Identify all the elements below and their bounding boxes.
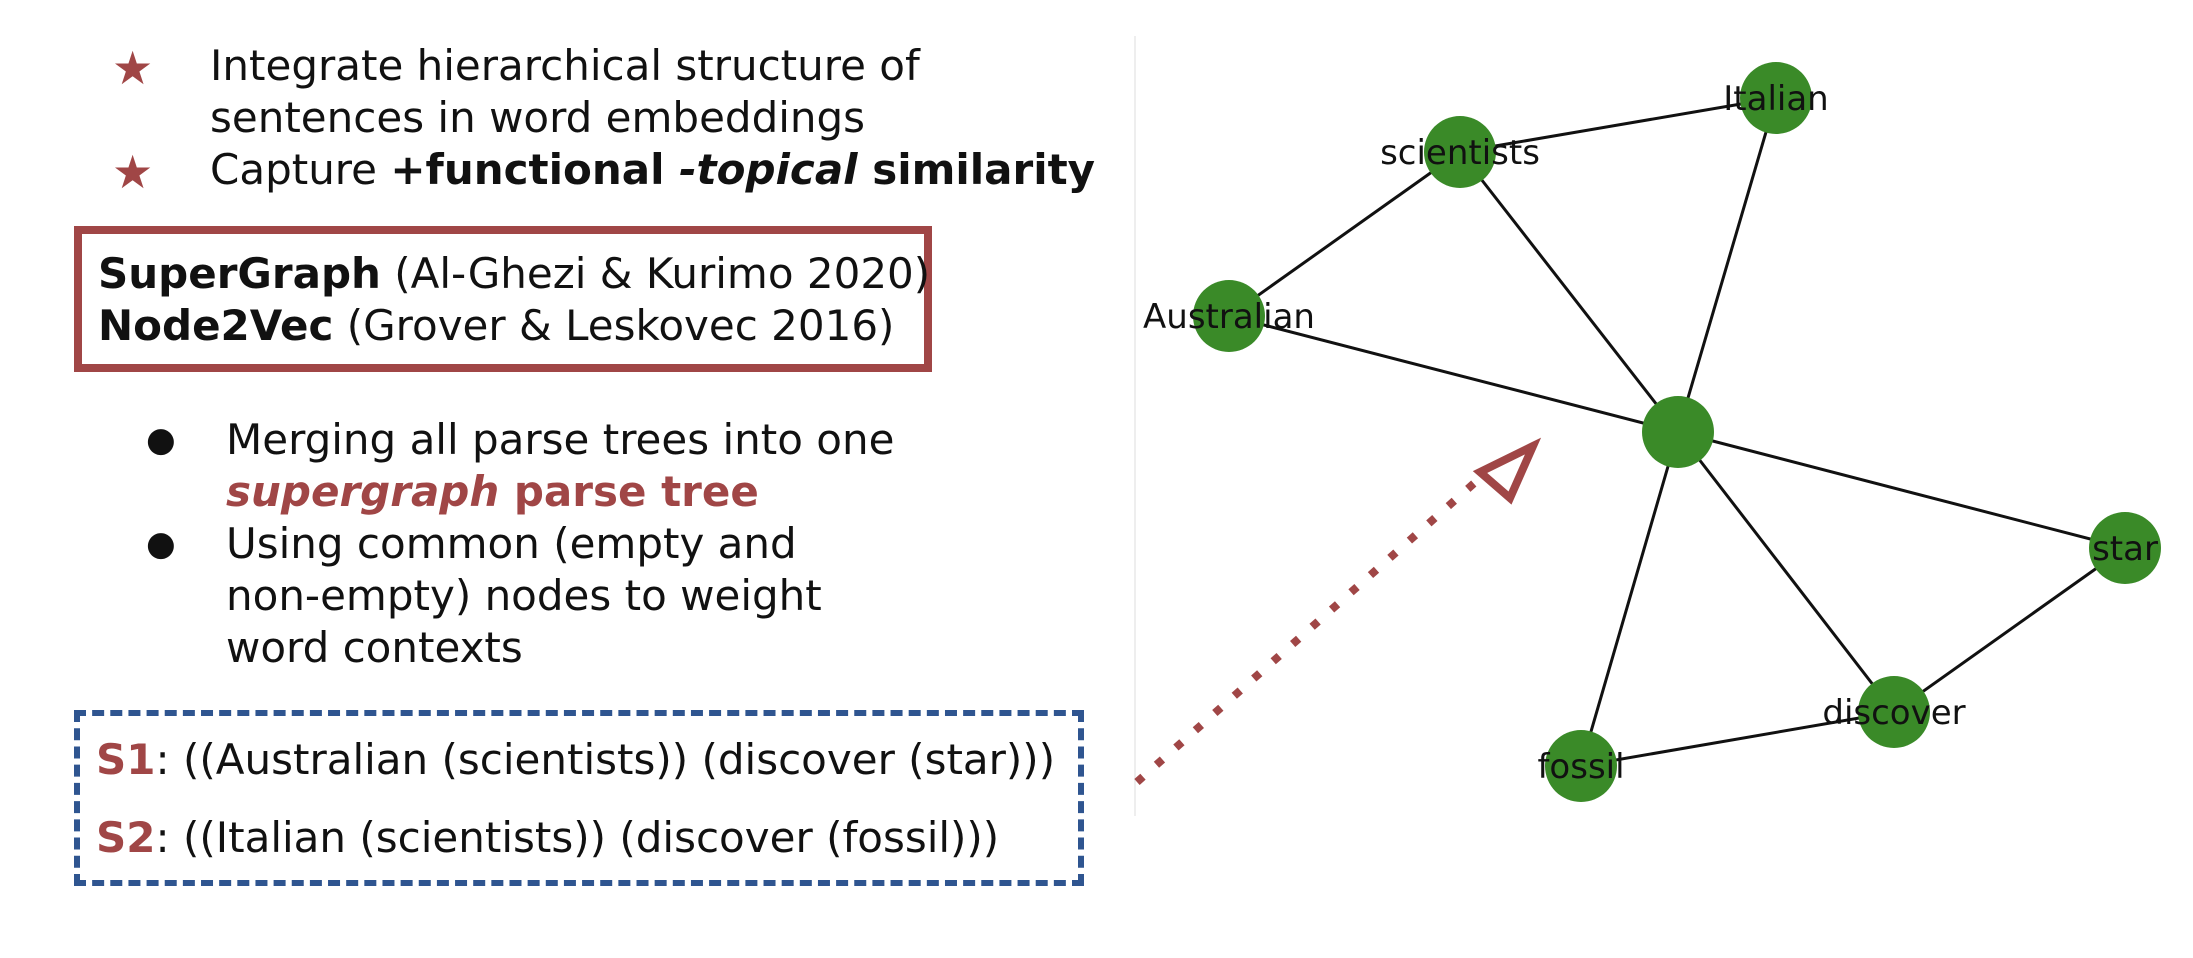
- graph-edge-scientists-italian: [1459, 96, 1777, 154]
- reference-name: SuperGraph: [98, 249, 381, 298]
- reference-box: [74, 226, 932, 372]
- bullet-text: Using common (empty and: [226, 519, 797, 568]
- graph-node-label-italian: Italian: [1723, 79, 1828, 119]
- sentence-text: : ((Italian (scientists)) (discover (fos…: [155, 813, 1000, 862]
- dotted-arrow: [1134, 437, 1542, 785]
- graph-node-australian: [1193, 280, 1265, 352]
- bullet-prefix: Capture: [210, 145, 391, 194]
- bullet-text: non-empty) nodes to weight: [226, 571, 822, 620]
- bullet-text: Merging all parse trees into one: [226, 415, 895, 464]
- bullet-dot-icon: ●: [146, 420, 176, 460]
- graph-node-label-discover: discover: [1822, 693, 1965, 733]
- reference-line: SuperGraph (Al-Ghezi & Kurimo 2020): [98, 248, 930, 300]
- graph-edge-center-fossil: [1579, 431, 1680, 767]
- sentence-line: S1: ((Australian (scientists)) (discover…: [96, 734, 1055, 786]
- graph-node-label-fossil: fossil: [1537, 747, 1624, 787]
- graph-edge-center-star: [1677, 430, 2126, 550]
- sentences-box: [74, 710, 1084, 886]
- bullet-dot-icon: ●: [146, 524, 176, 564]
- bullet-text: supergraph parse tree: [226, 466, 759, 518]
- sentence-label: S2: [96, 813, 156, 862]
- bullet-text: Capture +functional -topical similarity: [210, 144, 1095, 196]
- graph-node-star: [2089, 512, 2161, 584]
- graph-edge-scientists-center: [1458, 151, 1680, 433]
- graph-node-italian: [1740, 62, 1812, 134]
- dotted-arrow-shaft: [1134, 475, 1483, 785]
- emphasis-italic: supergraph: [226, 467, 500, 516]
- graph-node-scientists: [1424, 116, 1496, 188]
- graph-edge-scientists-australian: [1228, 150, 1461, 318]
- graph-node-label-australian: Australian: [1143, 297, 1315, 337]
- star-bullet-icon: ★: [112, 41, 154, 95]
- graph-node-discover: [1858, 676, 1930, 748]
- bullet-text: sentences in word embeddings: [210, 93, 866, 142]
- graph-edge-italian-center: [1676, 97, 1778, 433]
- sentence-label: S1: [96, 735, 156, 784]
- graph-edge-discover-fossil: [1580, 710, 1895, 768]
- graph-node-center: [1642, 396, 1714, 468]
- bullet-bold: +functional: [390, 145, 680, 194]
- arrow-head-icon: [1472, 437, 1542, 505]
- bullet-bold-italic: -topical: [679, 145, 858, 194]
- bullet-text: word contexts: [226, 623, 523, 672]
- reference-cite: (Al-Ghezi & Kurimo 2020): [380, 249, 931, 298]
- graph-edge-australian-center: [1228, 314, 1679, 434]
- sentence-line: S2: ((Italian (scientists)) (discover (f…: [96, 812, 999, 864]
- star-bullet-icon: ★: [112, 145, 154, 199]
- reference-line: Node2Vec (Grover & Leskovec 2016): [98, 300, 894, 352]
- graph-node-label-scientists: scientists: [1380, 133, 1540, 173]
- reference-name: Node2Vec: [98, 301, 334, 350]
- emphasis-text: parse tree: [499, 467, 759, 516]
- graph-edge-discover-star: [1893, 546, 2126, 714]
- divider: [1134, 36, 1136, 816]
- graph-node-label-star: star: [2092, 529, 2158, 569]
- graph-edge-center-discover: [1676, 431, 1896, 713]
- bullet-bold: similarity: [857, 145, 1096, 194]
- reference-cite: (Grover & Leskovec 2016): [333, 301, 895, 350]
- bullet-text: Integrate hierarchical structure of: [210, 41, 920, 90]
- graph-node-fossil: [1545, 730, 1617, 802]
- sentence-text: : ((Australian (scientists)) (discover (…: [155, 735, 1056, 784]
